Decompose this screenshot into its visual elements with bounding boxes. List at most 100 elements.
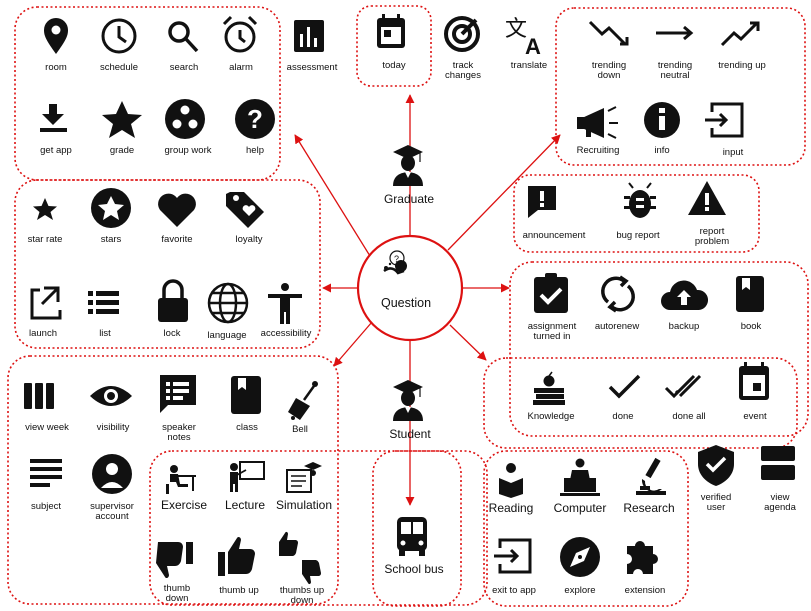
class-icon [231,376,261,414]
compass-icon [560,537,600,577]
eye-icon [90,386,132,406]
event-label: event [743,411,767,422]
laptop-user-icon [560,458,600,496]
group-outline [14,179,321,349]
subject-label: subject [30,501,62,512]
favorite-label: favorite [161,234,193,245]
lecture-label: Lecture [224,498,266,512]
book-icon [736,276,764,312]
supervisor-icon [92,454,132,494]
accessibility-label: accessibility [260,328,312,339]
trending-down-icon [588,20,629,46]
lock-icon [158,279,188,322]
group-outline [509,261,809,437]
simulation-icon [286,462,322,493]
stars-circle-icon [91,188,131,228]
school-bell-icon [288,381,318,420]
books-apple-icon [533,371,565,405]
group-outline [483,450,689,607]
trending-neutral-icon [656,25,694,41]
speaker-notes-icon [160,375,196,413]
graduate-figure-icon [393,145,423,186]
small-star-icon [33,198,57,220]
check-icon [608,374,641,399]
search-label: search [169,62,199,73]
supervisor-account-label: supervisor account [90,501,134,522]
done-all-label: done all [672,411,706,422]
class-label: class [236,422,258,433]
group-outline [7,355,339,605]
double-check-icon [664,374,702,399]
backup-label: backup [668,321,700,332]
star-rate-label: star rate [27,234,63,245]
group-outline [555,7,806,166]
puzzle-icon [627,541,658,574]
clock-icon [101,18,137,54]
thinking-person-icon: ? [383,250,407,275]
computer-label: Computer [553,501,607,515]
info-label: info [654,145,670,156]
track-changes-icon [444,16,480,52]
svg-text:文: 文 [505,17,527,42]
verified-shield-icon [698,445,734,486]
help-label: help [246,145,264,156]
accessibility-icon [268,283,302,324]
download-icon [40,104,67,132]
translate-icon: 文A [505,17,541,59]
grade-label: grade [109,145,135,156]
thumbs-up-down-label: thumbs up down [279,585,325,606]
assessment-label: assessment [286,62,338,73]
arrow-up-left [294,134,371,257]
info-icon [644,102,680,138]
student-figure-icon [393,380,423,421]
input-icon [705,102,744,138]
alarm-clock-icon [222,15,258,53]
svg-text:?: ? [394,254,399,264]
schedule-label: schedule [99,62,139,73]
book-label: book [740,321,762,332]
subject-icon [30,459,62,487]
question-node [356,234,464,342]
alarm-label: alarm [229,62,253,73]
launch-icon [30,286,62,320]
assignment-label: assignment turned in [527,321,577,342]
magnifier-icon [168,21,199,53]
group-outline [14,6,281,181]
lock-label: lock [163,328,181,339]
school-bus-icon [397,517,427,556]
help-icon: ? [235,99,275,139]
globe-icon [207,282,249,324]
icon-glyphs: 文A ? [24,14,795,585]
room-label: room [45,62,67,73]
recruiting-label: Recruiting [576,145,620,156]
announcement-icon [528,186,556,218]
reading-label: Reading [488,501,534,515]
thumbs-up-down-icon [279,531,321,585]
star-icon [102,101,142,138]
stars-label: stars [100,234,122,245]
school-bus-label: School bus [384,562,444,576]
language-label: language [207,330,247,341]
trending-up-icon [720,21,760,47]
svg-text:A: A [525,34,541,59]
group-outline [483,357,798,449]
autorenew-label: autorenew [594,321,640,332]
bar-chart-icon [294,20,324,52]
heart-icon [158,193,196,227]
group-work-label: group work [164,145,212,156]
trending-neutral-label: trending neutral [657,60,693,81]
input-label: input [722,147,744,158]
megaphone-icon [577,106,618,139]
graduate-label: Graduate [383,192,435,206]
student-desk-icon [166,465,196,494]
speaker-notes-label: speaker notes [162,422,196,443]
research-label: Research [623,501,675,515]
reading-icon [499,463,523,498]
visibility-label: visibility [96,422,130,433]
group-outline [149,450,488,606]
assignment-check-icon [534,273,568,313]
group-outlines [7,5,809,607]
calendar-event-icon [739,362,769,400]
exercise-label: Exercise [160,498,208,512]
